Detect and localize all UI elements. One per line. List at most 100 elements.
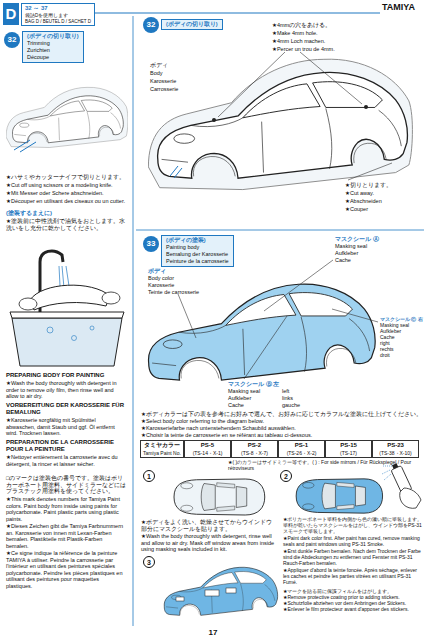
note-text: ★Paint dark color first. After paint has…	[283, 535, 423, 547]
note-text: links	[282, 395, 322, 402]
note-text: VORBEREITUNG DER KAROSSERIE FÜR BEMALUNG	[6, 402, 128, 416]
note-text: □のマークは塗装色の番号です。塗装はポリカーボネート用塗料、サイドミラーなどには…	[6, 475, 126, 495]
node-text: (TS-38・X-10)	[373, 450, 418, 457]
note-text: ★Nettoyer entièrement la carrosserie ave…	[6, 454, 126, 467]
node-text: PS-2	[232, 442, 277, 450]
node-text: Painting body	[166, 244, 229, 251]
node-text: BAG D / BEUTEL D / SACHET D	[25, 19, 91, 25]
note-text: Aufkleber	[335, 250, 420, 257]
note-text: (塗装するまえに)	[6, 210, 128, 217]
step-header: (ボディの切り取り)TrimmingZurichtenDécoupe	[22, 31, 84, 63]
note-text: ★切りとります。	[345, 182, 415, 189]
node-text: タミヤカラー	[141, 442, 183, 450]
note-text: PREPARATION DE LA CARROSSERIE POUR LA PE…	[6, 439, 128, 453]
note-text: Masking seal	[380, 322, 424, 328]
node-text: PS-15	[326, 442, 371, 450]
note-text: Cache	[335, 257, 420, 264]
paint-cell: PS-15(TS-17)	[325, 440, 372, 458]
note-text: ボディ	[148, 268, 228, 275]
note-text: マスクシール Ⓑ 左	[228, 381, 290, 388]
table-header: タミヤカラーTamiya Paint No.	[140, 440, 184, 458]
node-text: PS-1	[279, 442, 324, 450]
note-text: ★This mark denotes numbers for Tamiya Pa…	[6, 496, 126, 522]
note-text: Carrosserie	[150, 86, 210, 93]
note-text: Aufkleber	[228, 395, 278, 402]
node-text: Bemalung der Karosserie	[166, 251, 229, 258]
node-text: Zurichten	[27, 47, 79, 54]
step-number: 32	[4, 32, 20, 48]
node-text: 袋詰Dを使用します	[25, 13, 91, 19]
node-text: (TS-26・X-2)	[279, 450, 324, 457]
node-text: (TS-14・X-1)	[185, 450, 230, 457]
section-tab: D	[3, 3, 19, 25]
note-text: ★Appliquer d'abord la teinte foncée. Apr…	[283, 567, 423, 585]
trimming-large	[148, 52, 412, 190]
page-rules	[76, 13, 424, 626]
note-text: ★( )のカラーはサイドミラー等です。( ) : For side mirror…	[228, 459, 422, 471]
note-text: Masking seal	[228, 388, 278, 395]
note-text: ★Wash the body thoroughly with detergent…	[141, 533, 277, 553]
note-text: ★Karosseriefarbe nach untenstehendem Sch…	[141, 425, 423, 432]
brand-logo: TAMIYA	[382, 2, 424, 13]
page-number: 17	[200, 628, 226, 638]
note-text: droit	[380, 352, 424, 358]
note-text: ★ポリカーボネート塗料を内側から色の濃い順に塗装します。塗料が乾いたらマスクシー…	[283, 516, 423, 534]
substep-number: 3	[143, 556, 155, 568]
sticker-step	[164, 567, 277, 615]
note-text: ★Percer un trou de 4mm.	[272, 46, 392, 53]
note-text: Teinte de carrosserie	[148, 289, 228, 296]
step-header: (ボディの塗装)Painting bodyBemalung der Kaross…	[161, 235, 234, 267]
note-text: Aufkleber	[380, 328, 424, 334]
note-text: Body	[150, 70, 210, 77]
note-text: Body color	[148, 275, 228, 282]
note-text: PREPARING BODY FOR PAINTING	[6, 372, 128, 379]
note-text: ★Cut off using scissors or a modeling kn…	[6, 182, 128, 189]
step-header: (ボディの切り取り)	[161, 19, 223, 30]
note-text: ★Make 4mm hole.	[272, 30, 392, 37]
note-text: Cache	[380, 334, 424, 340]
node-text: 33	[143, 236, 159, 252]
masking-step	[174, 479, 265, 515]
paint-cell: PS-2(TS-8・X-7)	[231, 440, 278, 458]
note-text: ★塗装前に中性洗剤で油気をおとします。水洗いをし充分に乾かしてください。	[6, 218, 126, 231]
step-number: 32	[143, 17, 159, 33]
note-text: gauche	[282, 402, 322, 409]
trimming-small	[6, 87, 128, 152]
note-text: ★Karosserie sorgfältig mit Spülmittel ab…	[6, 417, 126, 437]
note-text: ★Enlever le film protecteur avant d'appo…	[283, 606, 423, 612]
node-text: (ボディの切り取り)	[166, 21, 218, 28]
note-text: right	[380, 340, 424, 346]
node-text: (TS-8・X-7)	[232, 450, 277, 457]
node-text: 32	[4, 32, 20, 48]
note-text: ★マークを貼る前に保護フィルムをはがします。	[283, 588, 423, 594]
note-text: ★Cut away.	[345, 190, 415, 197]
spraying-step	[296, 462, 421, 513]
note-text: Karosserie	[150, 78, 210, 85]
note-text: ★4mm Loch machen.	[272, 38, 392, 45]
node-text: D	[3, 3, 19, 25]
note-text: ★Erst dunkle Farben bemalen. Nach dem Tr…	[283, 548, 423, 566]
node-text: Tamiya Paint No.	[141, 450, 183, 457]
note-text: ★ボディをよく洗い、乾燥させてからウインドウ部分にマスクシールを貼ります。	[141, 519, 277, 532]
note-text: ★4mmの穴をあける。	[272, 22, 392, 29]
note-text: ★ハサミやカッターナイフで切りとります。	[6, 174, 128, 181]
note-text: ★Dieses Zeichen gibt die Tamiya Farbnumm…	[6, 523, 126, 549]
step-number: 33	[143, 236, 159, 252]
note-text: ★Select body color referring to the diag…	[141, 418, 423, 425]
node-text: (TS-17)	[326, 450, 371, 457]
note-text: Cache	[228, 402, 278, 409]
paint-cell: PS-1(TS-26・X-2)	[278, 440, 325, 458]
substep-number: 2	[280, 470, 292, 482]
note-text: left	[282, 388, 322, 395]
note-text: ★Wash the body thoroughly with detergent…	[6, 380, 126, 400]
washing-sink	[10, 251, 124, 366]
node-text: PS-23	[373, 442, 418, 450]
note-text: ★Schutzfolie abziehen vor dem Anbringen …	[283, 600, 423, 606]
node-text: 1	[144, 471, 154, 482]
node-text: 32	[143, 17, 159, 33]
note-text: ★Découper en utilisant des ciseaux ou un…	[6, 198, 128, 205]
node-text: (ボディの塗装)	[166, 237, 229, 244]
note-text: マスクシール Ⓒ 右	[380, 316, 424, 322]
note-text: ★Mit Messer oder Schere abschneiden.	[6, 190, 128, 197]
note-text: Masking seal	[335, 243, 420, 250]
